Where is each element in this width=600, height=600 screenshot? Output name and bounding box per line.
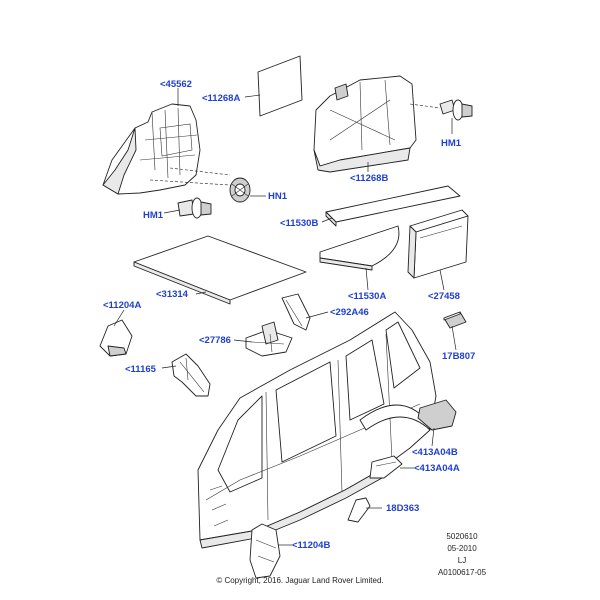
label-11165[interactable]: <11165 [125,364,157,375]
label-hm1-left[interactable]: HM1 [143,210,164,221]
part-413A04A[interactable] [369,455,403,479]
callout-labels: <45562 <11268A <11268B HM1 HN1 HM1 <1153… [103,79,475,551]
label-hm1-top[interactable]: HM1 [441,138,462,149]
label-413A04B[interactable]: <413A04B [412,447,458,458]
label-11530A[interactable]: <11530A [348,291,386,302]
label-11530B[interactable]: <11530B [280,218,318,229]
label-45562[interactable]: <45562 [160,79,192,90]
part-27786-mount[interactable] [245,321,293,357]
part-413A04B[interactable] [417,399,457,431]
copyright-text: © Copyright, 2016. Jaguar Land Rover Lim… [216,576,383,585]
drawing-meta: 5020610 05-2010 LJ A0100617-05 © Copyrig… [216,532,486,585]
part-27458-box[interactable] [407,209,469,279]
drawing-code: 5020610 [446,532,478,541]
part-11268B-quarter-trim[interactable] [313,75,441,173]
part-292A46-cover[interactable] [281,293,311,331]
drawing-reference: A0100617-05 [438,568,487,577]
label-11268B[interactable]: <11268B [350,173,388,184]
part-11268A-pad[interactable] [257,55,303,117]
drawing-initials: LJ [458,556,466,565]
part-11165-reinforcement[interactable] [171,353,211,397]
part-11530B-floor-panel[interactable] [325,185,461,227]
body-side-frame[interactable] [197,311,437,549]
label-17B807[interactable]: 17B807 [442,351,475,362]
part-17B807-pad[interactable] [443,311,467,329]
part-31314-carpet[interactable] [133,235,307,305]
label-11204B[interactable]: <11204B [292,540,330,551]
label-11204A[interactable]: <11204A [103,300,141,311]
part-11204A-bracket[interactable] [99,319,133,357]
leader-lines [113,88,457,546]
label-11268A[interactable]: <11268A [202,93,240,104]
part-11204B[interactable] [249,523,281,579]
label-27786[interactable]: <27786 [199,335,231,346]
label-292A46[interactable]: <292A46 [330,307,369,318]
hn1-grommet[interactable] [229,177,251,203]
part-11530A-curved-panel[interactable] [319,225,400,271]
label-31314[interactable]: <31314 [156,289,189,300]
label-413A04A[interactable]: <413A04A [414,463,460,474]
hm1-top-clip[interactable] [439,99,473,121]
hm1-left-clip[interactable] [177,197,212,219]
part-18D363[interactable] [347,497,371,523]
drawing-date: 05-2010 [447,544,477,553]
part-45562-quarter-trim[interactable] [102,103,246,195]
label-27458[interactable]: <27458 [428,291,460,302]
label-hn1[interactable]: HN1 [268,191,288,202]
label-18D363[interactable]: 18D363 [386,503,419,514]
